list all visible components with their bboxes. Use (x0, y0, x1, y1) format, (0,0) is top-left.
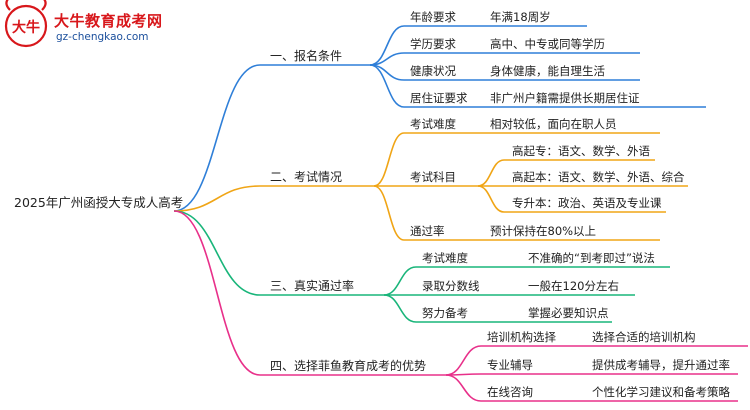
branch-3-item-3-connector (383, 294, 417, 323)
branch-2-item-1-value: 相对较低，面向在职人员 (490, 117, 617, 131)
branch-4-item-3-label: 在线咨询 (487, 385, 533, 399)
bull-logo-icon: 大牛 (4, 0, 48, 48)
brand-logo: 大牛 大牛教育成考网 gz-chengkao.com (0, 0, 180, 52)
branch-2-item-1-connector (373, 132, 405, 187)
branch-1-item-2-value: 高中、中专或同等学历 (490, 37, 605, 51)
branch-3-item-2-value: 一般在120分左右 (528, 279, 619, 293)
branch-3-item-1-value: 不准确的“到考即过”说法 (528, 251, 655, 265)
branch-1-item-2-label: 学历要求 (410, 37, 456, 51)
branch-3-connector (173, 210, 261, 296)
branch-2-item-2-label: 考试科目 (410, 170, 456, 184)
branch-1-item-1-value: 年满18周岁 (490, 10, 551, 24)
branch-3-item-3-value: 掌握必要知识点 (528, 306, 609, 320)
branch-4-connector (173, 210, 261, 376)
branch-4-item-3-value: 个性化学习建议和备考策略 (592, 385, 730, 399)
branch-2-label: 二、考试情况 (270, 169, 342, 184)
branch-2-item-3-connector (373, 185, 405, 241)
branch-4-item-3-connector (445, 374, 482, 402)
branch-1-item-4-label: 居住证要求 (410, 91, 468, 105)
branch-2-item-2-sub-1-connector (477, 159, 505, 187)
branch-1-item-3-label: 健康状况 (410, 64, 456, 78)
branch-1-connector (173, 64, 261, 212)
branch-3-item-2-label: 录取分数线 (422, 279, 480, 293)
branch-1-item-3-value: 身体健康，能自理生活 (490, 64, 605, 78)
root-topic: 2025年广州函授大专成人高考 (14, 195, 183, 210)
branch-4-item-1-value: 选择合适的培训机构 (592, 330, 696, 344)
branch-1-item-1-label: 年龄要求 (410, 10, 456, 24)
branch-1-label: 一、报名条件 (270, 48, 342, 63)
branch-2-item-2-sub-3-connector (477, 185, 505, 213)
branch-3-item-1-connector (383, 266, 417, 296)
branch-2-item-2-value-1: 高起专：语文、数学、外语 (512, 144, 650, 158)
branch-4-item-2-value: 提供成考辅导，提升通过率 (592, 358, 730, 372)
branch-1-item-1-connector (369, 25, 405, 66)
brand-url: gz-chengkao.com (56, 31, 149, 43)
connector-lines (173, 25, 748, 402)
branch-4-item-1-label: 培训机构选择 (487, 330, 556, 344)
logo-glyph: 大牛 (12, 19, 40, 36)
branch-2-connector (173, 185, 261, 212)
branch-1-item-4-value: 非广州户籍需提供长期居住证 (490, 91, 640, 105)
branch-4-label: 四、选择菲鱼教育成考的优势 (270, 358, 426, 373)
branch-1-item-4-connector (369, 64, 405, 108)
branch-2-item-3-label: 通过率 (410, 224, 445, 238)
branch-2-item-1-label: 考试难度 (410, 117, 456, 131)
brand-name: 大牛教育成考网 (54, 12, 163, 30)
branch-4-item-1-connector (445, 345, 482, 376)
branch-3-label: 三、真实通过率 (270, 278, 354, 293)
branch-2-item-3-value: 预计保持在80%以上 (490, 224, 596, 238)
branch-3-item-3-label: 努力备考 (422, 306, 468, 320)
branch-4-item-2-label: 专业辅导 (487, 358, 533, 372)
branch-3-item-1-label: 考试难度 (422, 251, 468, 265)
branch-2-item-2-value-3: 专升本：政治、英语及专业课 (512, 196, 662, 210)
branch-2-item-2-value-2: 高起本：语文、数学、外语、综合 (512, 170, 685, 184)
